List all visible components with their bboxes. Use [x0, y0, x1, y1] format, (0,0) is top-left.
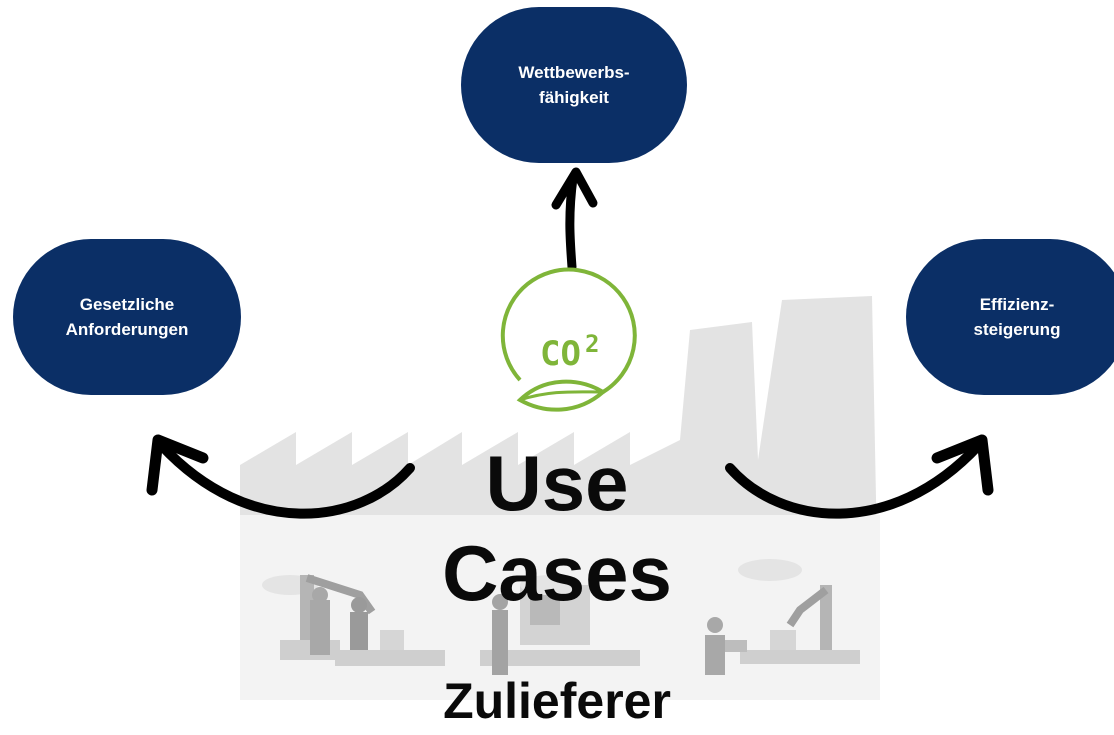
goal-label-line1: Gesetzliche: [79, 294, 175, 314]
goal-label-line2: steigerung: [973, 320, 1061, 339]
arrowhead-left: [146, 434, 209, 496]
title-use: Use: [485, 439, 629, 527]
co2-label: CO: [540, 334, 581, 374]
goal-legal-requirements: Gesetzliche Anforderungen: [13, 239, 241, 395]
goal-label-line2: Anforderungen: [65, 320, 189, 339]
arrowhead-up: [551, 167, 598, 210]
goal-efficiency-increase: Effizienz- steigerung: [906, 239, 1114, 395]
arrow-left: [157, 441, 415, 519]
goal-label-line1: Wettbewerbs-: [518, 62, 630, 82]
title-cases: Cases: [442, 529, 672, 617]
arrowhead-right: [931, 434, 994, 496]
production-line-illustration: [262, 559, 860, 675]
arrow-up: [565, 173, 578, 272]
arrow-right: [725, 441, 983, 519]
goal-label-line1: Effizienz-: [979, 294, 1055, 314]
goal-label-line2: fähigkeit: [539, 88, 609, 107]
co2-superscript: 2: [585, 330, 599, 358]
goal-competitiveness: Wettbewerbs- fähigkeit: [461, 7, 687, 163]
footer-label: Zulieferer: [443, 673, 671, 729]
co2-leaf-icon: CO 2: [500, 267, 637, 412]
